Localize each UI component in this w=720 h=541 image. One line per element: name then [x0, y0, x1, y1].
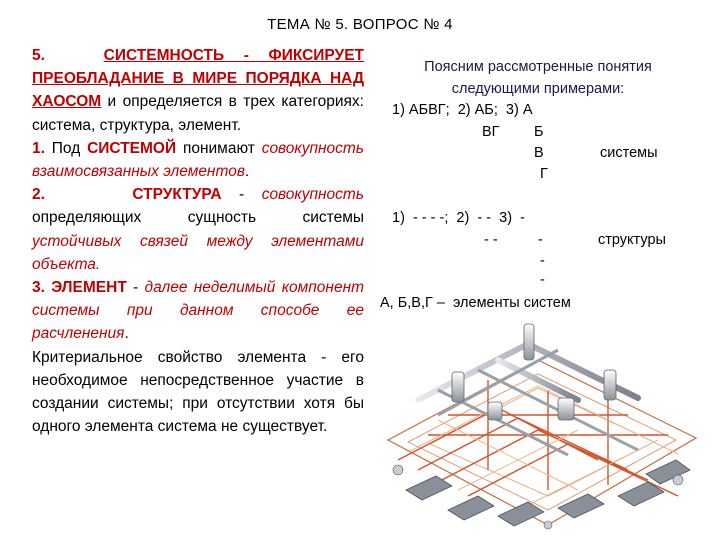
p3-number: 2. — [32, 186, 45, 204]
p3-dash: - — [221, 186, 262, 204]
industrial-piping-illustration — [378, 320, 704, 536]
p3-term: СТРУКТУРА — [132, 186, 222, 204]
page-title: ТЕМА № 5. ВОПРОС № 4 — [267, 16, 453, 33]
p1-number: 5. — [32, 47, 45, 64]
piping-system-icon — [386, 323, 698, 530]
structures-example-row-4: - — [540, 272, 545, 288]
systems-example-row-4: Г — [540, 166, 548, 182]
examples-heading-1: Поясним рассмотренные понятия — [424, 59, 652, 75]
p2-term: СИСТЕМОЙ — [87, 139, 177, 157]
p3-definition-2: устойчивых связей между элементами объек… — [32, 232, 364, 273]
p4-definition: далее неделимый компонент системы при да… — [32, 279, 365, 343]
main-text: 5. СИСТЕМНОСТЬ - ФИКСИРУЕТ ПРЕОБЛАДАНИЕ … — [32, 44, 364, 438]
p2-number: 1. — [32, 139, 45, 157]
examples-heading-2: следующими примерами: — [451, 81, 625, 97]
p2-definition: совокупность взаимосвязанных элементов — [32, 139, 364, 181]
examples-block: Поясним рассмотренные понятия следующими… — [378, 56, 698, 100]
p3-definition-1: совокупность — [261, 186, 364, 204]
paragraph-criterion: Критериальное свойство элемента - его не… — [32, 348, 364, 436]
structures-label: структуры — [598, 232, 666, 248]
structures-example-row-3: - — [540, 253, 545, 269]
p1-statement: СИСТЕМНОСТЬ - ФИКСИРУЕТ ПРЕОБЛАДАНИЕ В М… — [32, 47, 365, 111]
p2-pre: Под — [44, 139, 88, 157]
paragraph-structure: 2. СТРУКТУРА - совокупность определяющих… — [32, 183, 364, 276]
p4-dash: - — [126, 279, 145, 297]
p2-end: . — [244, 163, 250, 181]
systems-example-row-3: В — [534, 145, 544, 161]
paragraph-element: 3. ЭЛЕМЕНТ - далее неделимый компонент с… — [32, 276, 364, 346]
p2-mid: понимают — [176, 139, 262, 157]
p4-term: ЭЛЕМЕНТ — [51, 279, 127, 297]
systems-example-row-2b: Б — [534, 124, 544, 140]
p3-mid: определяющих сущность системы — [32, 209, 364, 227]
elements-line: А, Б,В,Г – элементы систем — [380, 295, 571, 311]
p1-rest: и определяется в трех категориях: систем… — [32, 93, 364, 134]
p4-number: 3. — [32, 279, 45, 297]
structures-example-row-2: - - — [484, 232, 498, 248]
structures-example-row-1: 1) - - - -; 2) - - 3) - — [392, 210, 525, 226]
p4-end: . — [124, 325, 129, 343]
systems-example-row-1: 1) АБВГ; 2) АБ; 3) А — [392, 102, 533, 118]
paragraph-systemness: 5. СИСТЕМНОСТЬ - ФИКСИРУЕТ ПРЕОБЛАДАНИЕ … — [32, 44, 364, 137]
systems-label: системы — [600, 145, 658, 161]
paragraph-system: 1. Под СИСТЕМОЙ понимают совокупность вз… — [32, 137, 364, 183]
systems-example-row-2: ВГ — [482, 124, 500, 140]
structures-example-row-2b: - — [538, 232, 543, 248]
